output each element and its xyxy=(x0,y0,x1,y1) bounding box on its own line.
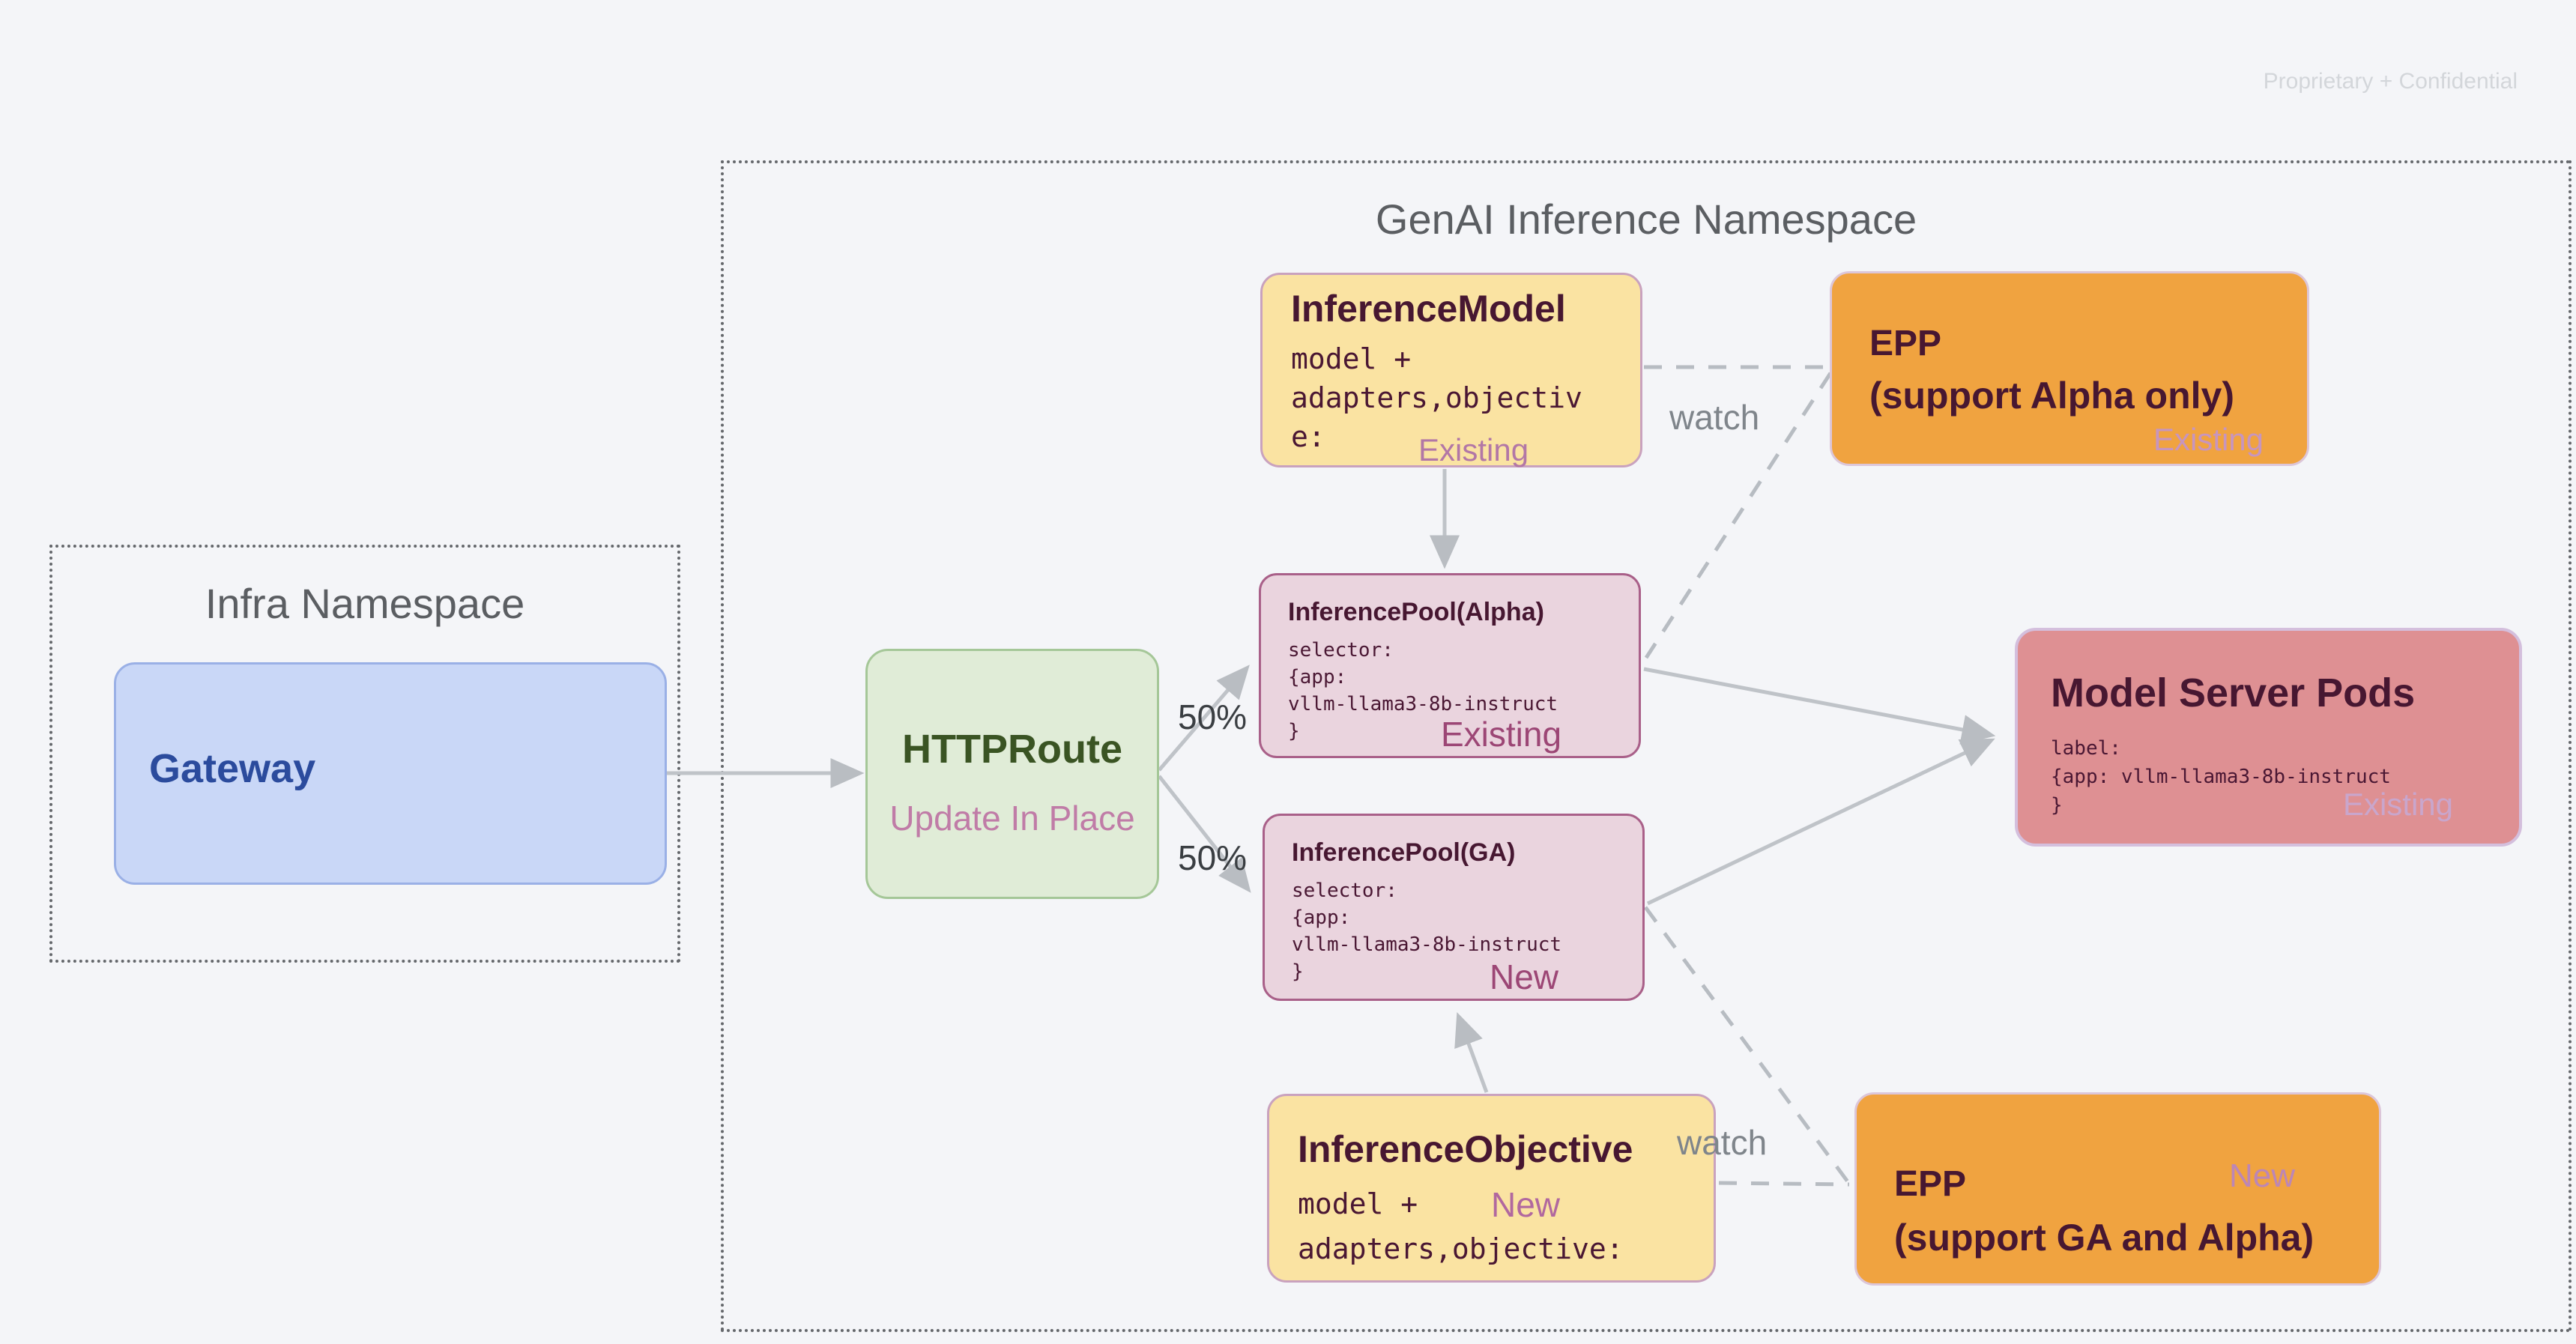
genai-namespace-title: GenAI Inference Namespace xyxy=(1375,196,1917,243)
node-httproute: HTTPRoute Update In Place xyxy=(865,649,1159,899)
pool-ga-title: InferencePool(GA) xyxy=(1292,838,1516,867)
node-epp-ga: EPP (support GA and Alpha) New xyxy=(1854,1092,2381,1286)
watch-top-label: watch xyxy=(1669,398,1760,437)
httproute-title: HTTPRoute xyxy=(902,727,1122,772)
node-inference-objective: InferenceObjective model + adapters,obje… xyxy=(1267,1094,1716,1283)
model-server-pods-code: label: {app: vllm-llama3-8b-instruct } xyxy=(2051,737,2391,817)
infra-namespace-title: Infra Namespace xyxy=(205,580,525,627)
node-epp-alpha: EPP (support Alpha only) Existing xyxy=(1830,271,2309,466)
edge-watch-eppga-pool-ga xyxy=(1643,906,1851,1185)
epp-ga-status-tag: New xyxy=(2228,1157,2295,1194)
traffic-split-top-label: 50% xyxy=(1178,697,1248,736)
inference-objective-title: InferenceObjective xyxy=(1298,1128,1633,1170)
traffic-split-bottom-label: 50% xyxy=(1178,838,1248,877)
inference-model-status-tag: Existing xyxy=(1418,432,1529,467)
edge-watch-epp-pool-alpha xyxy=(1644,372,1833,659)
model-server-pods-title: Model Server Pods xyxy=(2051,671,2416,715)
edge-inferenceobjective-to-pool-ga xyxy=(1454,1011,1489,1093)
pool-ga-code: selector: {app: vllm-llama3-8b-instruct … xyxy=(1292,880,1562,983)
epp-ga-subtitle: (support GA and Alpha) xyxy=(1894,1217,2315,1259)
gateway-title: Gateway xyxy=(149,746,316,791)
pool-alpha-status-tag: Existing xyxy=(1441,715,1562,754)
edge-httproute-to-pool-ga xyxy=(1158,775,1251,893)
edge-httproute-to-pool-alpha xyxy=(1158,665,1250,772)
epp-alpha-title: EPP xyxy=(1869,324,1942,363)
pool-ga-status-tag: New xyxy=(1490,957,1559,996)
node-inference-model: InferenceModel model + adapters,objectiv… xyxy=(1260,273,1642,467)
confidential-watermark: Proprietary + Confidential xyxy=(2263,69,2518,94)
epp-ga-title: EPP xyxy=(1894,1164,1967,1204)
watch-bottom-label: watch xyxy=(1677,1123,1768,1162)
model-server-pods-status-tag: Existing xyxy=(2342,787,2453,822)
edge-watch-eppga-inferenceobjective xyxy=(1718,1181,1850,1187)
inference-objective-status-tag: New xyxy=(1491,1185,1561,1224)
edge-pool-ga-to-pods xyxy=(1646,738,1995,906)
inference-model-title: InferenceModel xyxy=(1291,288,1566,330)
node-gateway: Gateway xyxy=(114,662,667,885)
inference-model-code: model + adapters,objectiv e: xyxy=(1291,342,1582,453)
inference-objective-code-line1: model + xyxy=(1298,1187,1418,1220)
epp-alpha-status-tag: Existing xyxy=(2153,422,2264,457)
httproute-subtitle: Update In Place xyxy=(889,799,1135,838)
infra-namespace-box: Infra Namespace xyxy=(49,545,680,963)
node-model-server-pods: Model Server Pods label: {app: vllm-llam… xyxy=(2015,628,2522,847)
pool-alpha-title: InferencePool(Alpha) xyxy=(1288,598,1544,626)
genai-namespace-box: GenAI Inference Namespace xyxy=(721,160,2572,1332)
node-inference-pool-ga: InferencePool(GA) selector: {app: vllm-l… xyxy=(1263,814,1645,1001)
epp-alpha-subtitle: (support Alpha only) xyxy=(1869,375,2234,417)
inference-objective-code-line2: adapters,objective: xyxy=(1298,1232,1624,1265)
edge-pool-alpha-to-pods xyxy=(1643,667,1996,745)
pool-alpha-code: selector: {app: vllm-llama3-8b-instruct … xyxy=(1288,639,1558,742)
node-inference-pool-alpha: InferencePool(Alpha) selector: {app: vll… xyxy=(1259,573,1641,758)
